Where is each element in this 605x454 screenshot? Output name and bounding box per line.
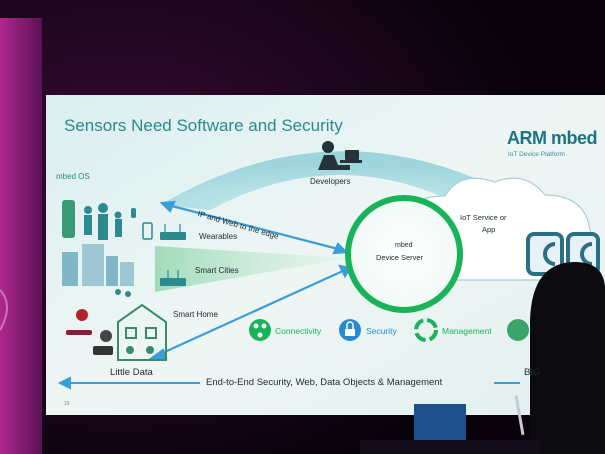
cloud-label-2: App bbox=[482, 225, 496, 234]
server-label-2: Device Server bbox=[376, 253, 424, 262]
developer-icon bbox=[318, 141, 362, 170]
extra-feature-icon bbox=[507, 319, 529, 341]
little-data-label: Little Data bbox=[110, 367, 153, 378]
protocol-logos bbox=[66, 309, 113, 355]
wearable-people-icons bbox=[62, 200, 186, 240]
audience-silhouette bbox=[530, 262, 605, 454]
bottom-caption: End-to-End Security, Web, Data Objects &… bbox=[206, 377, 443, 388]
smart-city-icons bbox=[62, 244, 186, 297]
brand-subtitle: IoT Device Platform bbox=[508, 151, 565, 158]
segment-smart-home: Smart Home bbox=[173, 310, 218, 319]
developers-label: Developers bbox=[310, 177, 351, 186]
feature-management: Management bbox=[442, 326, 492, 336]
segment-smart-cities: Smart Cities bbox=[195, 266, 239, 275]
segment-wearables: Wearables bbox=[199, 232, 238, 241]
big-data-label: BIG Data bbox=[524, 367, 563, 378]
feature-security: Security bbox=[366, 326, 397, 336]
smart-home-icon bbox=[117, 303, 167, 361]
cloud-label-1: IoT Service or bbox=[460, 213, 507, 222]
connectivity-icon bbox=[249, 319, 271, 341]
device-server-circle bbox=[345, 195, 463, 313]
management-icon bbox=[414, 318, 438, 342]
slide-title: Sensors Need Software and Security bbox=[64, 116, 343, 135]
brand-logo: ARM mbed bbox=[507, 128, 598, 148]
page-number: 19 bbox=[64, 401, 70, 407]
server-label-1: mbed bbox=[395, 242, 413, 249]
feature-connectivity: Connectivity bbox=[275, 326, 322, 336]
mbed-os-label: mbed OS bbox=[56, 172, 90, 181]
security-icon bbox=[339, 319, 361, 341]
left-stage-panel bbox=[0, 18, 42, 454]
